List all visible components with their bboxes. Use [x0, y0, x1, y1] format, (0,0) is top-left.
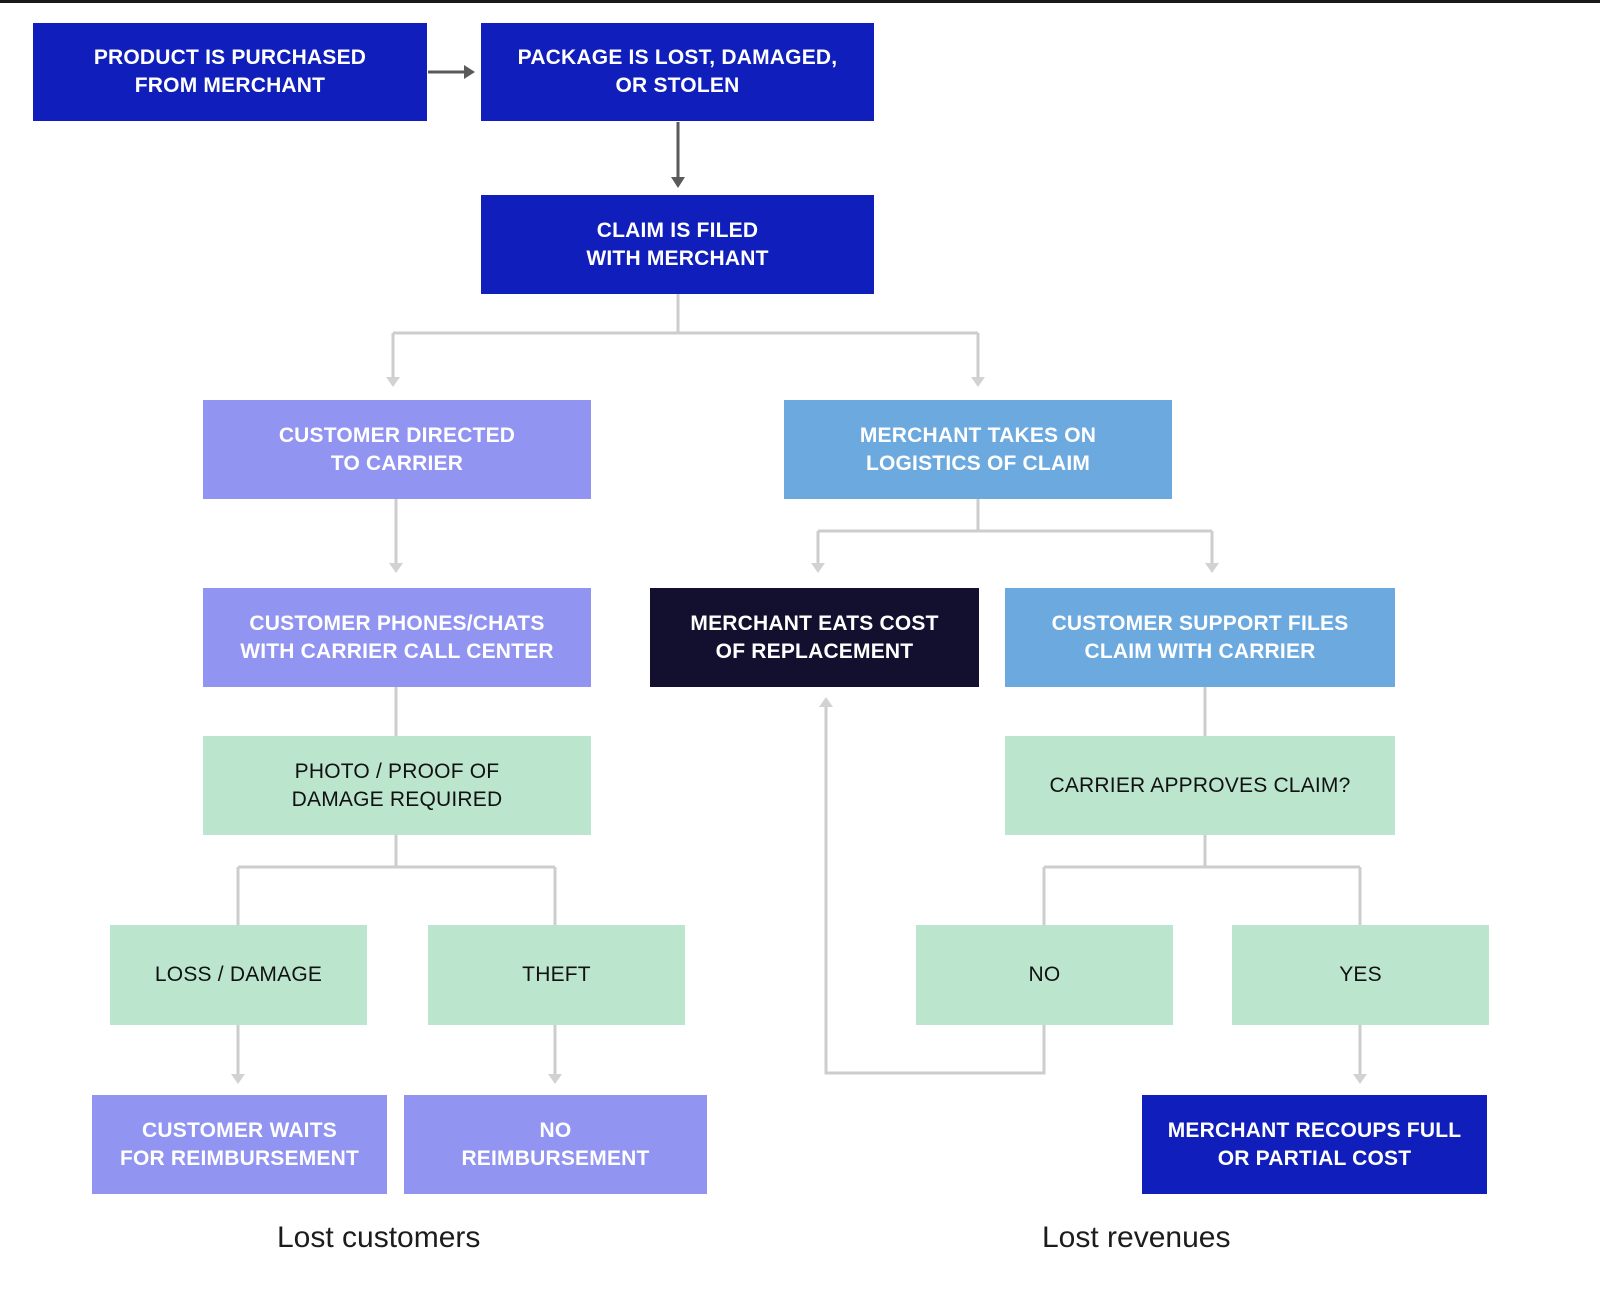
node-label: PACKAGE IS LOST, DAMAGED, OR STOLEN — [517, 46, 838, 97]
edge-approves-split — [1042, 835, 1362, 925]
node-package-lost[interactable]: PACKAGE IS LOST, DAMAGED, OR STOLEN — [481, 23, 874, 121]
node-label: CARRIER APPROVES CLAIM? — [1049, 773, 1351, 797]
node-label: YES — [1339, 963, 1382, 987]
node-label: NO — [1028, 963, 1061, 987]
node-label: PRODUCT IS PURCHASED FROM MERCHANT — [93, 46, 367, 97]
node-no-reimbursement[interactable]: NO REIMBURSEMENT — [404, 1095, 707, 1194]
node-approve-no[interactable]: NO — [916, 925, 1173, 1025]
node-label: MERCHANT EATS COST OF REPLACEMENT — [690, 611, 939, 663]
node-label: LOSS / DAMAGE — [154, 963, 323, 987]
node-label: THEFT — [522, 963, 591, 987]
caption-lost-revenues: Lost revenues — [1042, 1221, 1231, 1254]
node-loss-damage[interactable]: LOSS / DAMAGE — [110, 925, 367, 1025]
caption-lost-customers: Lost customers — [277, 1221, 481, 1254]
node-photo-proof[interactable]: PHOTO / PROOF OF DAMAGE REQUIRED — [203, 736, 591, 835]
node-label: MERCHANT TAKES ON LOGISTICS OF CLAIM — [859, 423, 1097, 475]
node-merchant-eats-cost[interactable]: MERCHANT EATS COST OF REPLACEMENT — [650, 588, 979, 687]
node-label: CUSTOMER SUPPORT FILES CLAIM WITH CARRIE… — [1051, 611, 1349, 663]
edge-logistics-split — [811, 499, 1219, 573]
node-support-files-claim[interactable]: CUSTOMER SUPPORT FILES CLAIM WITH CARRIE… — [1005, 588, 1395, 687]
node-label: CUSTOMER WAITS FOR REIMBURSEMENT — [119, 1118, 360, 1170]
node-theft[interactable]: THEFT — [428, 925, 685, 1025]
node-label: MERCHANT RECOUPS FULL OR PARTIAL COST — [1167, 1118, 1462, 1170]
node-label: CUSTOMER PHONES/CHATS WITH CARRIER CALL … — [240, 611, 554, 663]
node-label: NO REIMBURSEMENT — [461, 1118, 650, 1170]
node-claim-filed[interactable]: CLAIM IS FILED WITH MERCHANT — [481, 195, 874, 294]
node-label: CLAIM IS FILED WITH MERCHANT — [586, 218, 769, 270]
node-carrier-approves[interactable]: CARRIER APPROVES CLAIM? — [1005, 736, 1395, 835]
edge-photo-split — [236, 835, 557, 925]
node-customer-directed[interactable]: CUSTOMER DIRECTED TO CARRIER — [203, 400, 591, 499]
node-customer-phones[interactable]: CUSTOMER PHONES/CHATS WITH CARRIER CALL … — [203, 588, 591, 687]
node-label: PHOTO / PROOF OF DAMAGE REQUIRED — [291, 759, 503, 811]
edge-claim-split — [386, 294, 985, 387]
node-merchant-logistics[interactable]: MERCHANT TAKES ON LOGISTICS OF CLAIM — [784, 400, 1172, 499]
node-product-purchased[interactable]: PRODUCT IS PURCHASED FROM MERCHANT — [33, 23, 427, 121]
node-label: CUSTOMER DIRECTED TO CARRIER — [278, 423, 516, 475]
node-merchant-recoups[interactable]: MERCHANT RECOUPS FULL OR PARTIAL COST — [1142, 1095, 1487, 1194]
node-approve-yes[interactable]: YES — [1232, 925, 1489, 1025]
node-customer-waits[interactable]: CUSTOMER WAITS FOR REIMBURSEMENT — [92, 1095, 387, 1194]
